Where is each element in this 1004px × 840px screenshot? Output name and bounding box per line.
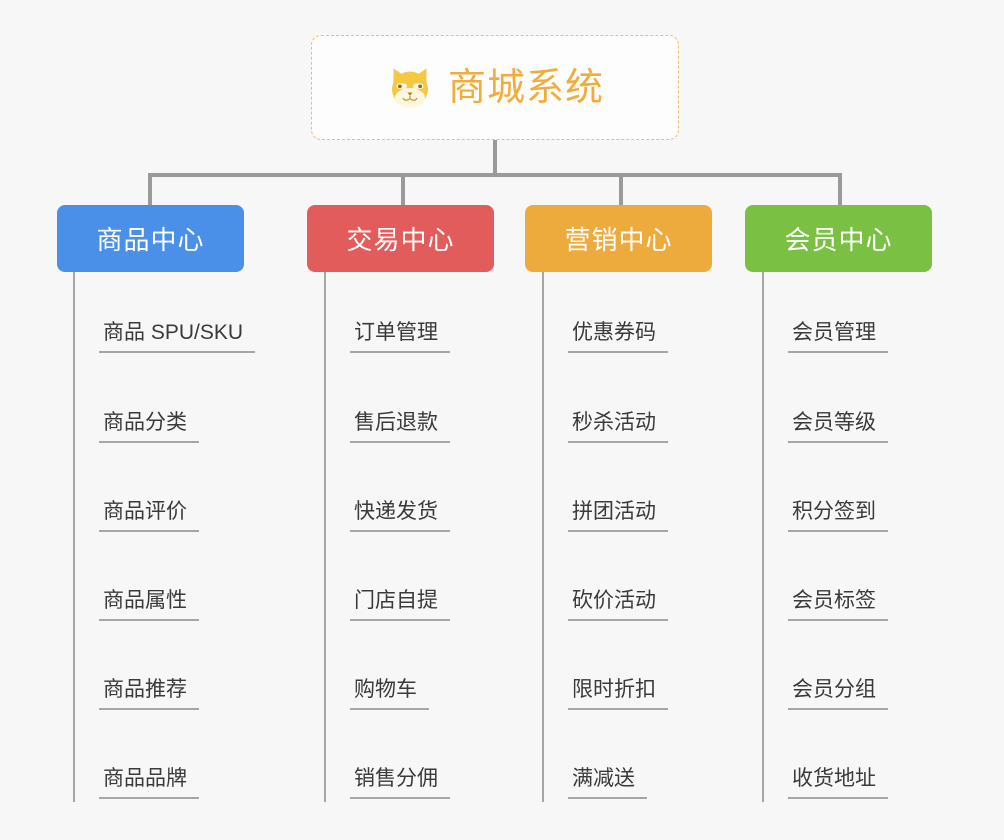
leaf-item[interactable]: 订单管理 — [324, 312, 450, 356]
leaf-item-label: 商品 SPU/SKU — [99, 321, 256, 353]
leaf-item[interactable]: 优惠券码 — [542, 312, 668, 356]
column-spine-4 — [762, 272, 764, 802]
root-node[interactable]: 商城系统 — [311, 35, 679, 140]
connector-drop-3 — [619, 173, 623, 206]
column-header-2[interactable]: 交易中心 — [307, 205, 494, 272]
connector-drop-2 — [401, 173, 405, 206]
column-header-label: 商品中心 — [96, 225, 205, 255]
column-header-1[interactable]: 商品中心 — [57, 205, 244, 272]
leaf-item-label: 会员分组 — [788, 678, 888, 710]
leaf-item[interactable]: 限时折扣 — [542, 669, 668, 713]
leaf-item[interactable]: 满减送 — [542, 758, 647, 802]
leaf-item-label: 商品分类 — [99, 411, 199, 443]
connector-root-stem — [493, 140, 497, 176]
leaf-item-label: 优惠券码 — [568, 321, 668, 353]
connector-drop-4 — [838, 173, 842, 206]
leaf-item-label: 满减送 — [568, 767, 647, 799]
leaf-item[interactable]: 商品分类 — [73, 402, 199, 446]
leaf-item-label: 会员等级 — [788, 411, 888, 443]
leaf-item[interactable]: 商品 SPU/SKU — [73, 312, 256, 356]
leaf-item-label: 砍价活动 — [568, 589, 668, 621]
column-spine-2 — [324, 272, 326, 802]
column-header-4[interactable]: 会员中心 — [745, 205, 932, 272]
column-header-label: 会员中心 — [784, 225, 893, 255]
leaf-item-label: 门店自提 — [350, 589, 450, 621]
leaf-item[interactable]: 商品评价 — [73, 491, 199, 535]
leaf-item[interactable]: 砍价活动 — [542, 580, 668, 624]
leaf-item-label: 快递发货 — [350, 500, 450, 532]
leaf-item[interactable]: 售后退款 — [324, 402, 450, 446]
leaf-item[interactable]: 秒杀活动 — [542, 402, 668, 446]
leaf-item[interactable]: 商品属性 — [73, 580, 199, 624]
connector-horizontal-bar — [148, 173, 840, 177]
column-header-label: 交易中心 — [346, 225, 455, 255]
leaf-item-label: 积分签到 — [788, 500, 888, 532]
leaf-item-label: 拼团活动 — [568, 500, 668, 532]
column-header-3[interactable]: 营销中心 — [525, 205, 712, 272]
leaf-item-label: 商品属性 — [99, 589, 199, 621]
leaf-item-label: 购物车 — [350, 678, 429, 710]
leaf-item[interactable]: 会员等级 — [762, 402, 888, 446]
leaf-item-label: 会员标签 — [788, 589, 888, 621]
leaf-item[interactable]: 收货地址 — [762, 758, 888, 802]
connector-drop-1 — [148, 173, 152, 206]
leaf-item[interactable]: 门店自提 — [324, 580, 450, 624]
leaf-item[interactable]: 会员分组 — [762, 669, 888, 713]
leaf-item-label: 商品品牌 — [99, 767, 199, 799]
leaf-item-label: 订单管理 — [350, 321, 450, 353]
leaf-item[interactable]: 销售分佣 — [324, 758, 450, 802]
shiba-dog-icon — [391, 68, 428, 108]
leaf-item[interactable]: 快递发货 — [324, 491, 450, 535]
column-spine-1 — [73, 272, 75, 802]
leaf-item[interactable]: 商品推荐 — [73, 669, 199, 713]
leaf-item-label: 限时折扣 — [568, 678, 668, 710]
leaf-item-label: 商品推荐 — [99, 678, 199, 710]
leaf-item[interactable]: 拼团活动 — [542, 491, 668, 535]
leaf-item[interactable]: 积分签到 — [762, 491, 888, 535]
root-title: 商城系统 — [447, 66, 604, 109]
column-header-label: 营销中心 — [564, 225, 673, 255]
column-spine-3 — [542, 272, 544, 802]
leaf-item-label: 收货地址 — [788, 767, 888, 799]
leaf-item-label: 售后退款 — [350, 411, 450, 443]
leaf-item-label: 商品评价 — [99, 500, 199, 532]
leaf-item[interactable]: 会员管理 — [762, 312, 888, 356]
leaf-item[interactable]: 商品品牌 — [73, 758, 199, 802]
leaf-item-label: 秒杀活动 — [568, 411, 668, 443]
leaf-item[interactable]: 购物车 — [324, 669, 429, 713]
leaf-item-label: 销售分佣 — [350, 767, 450, 799]
leaf-item[interactable]: 会员标签 — [762, 580, 888, 624]
leaf-item-label: 会员管理 — [788, 321, 888, 353]
